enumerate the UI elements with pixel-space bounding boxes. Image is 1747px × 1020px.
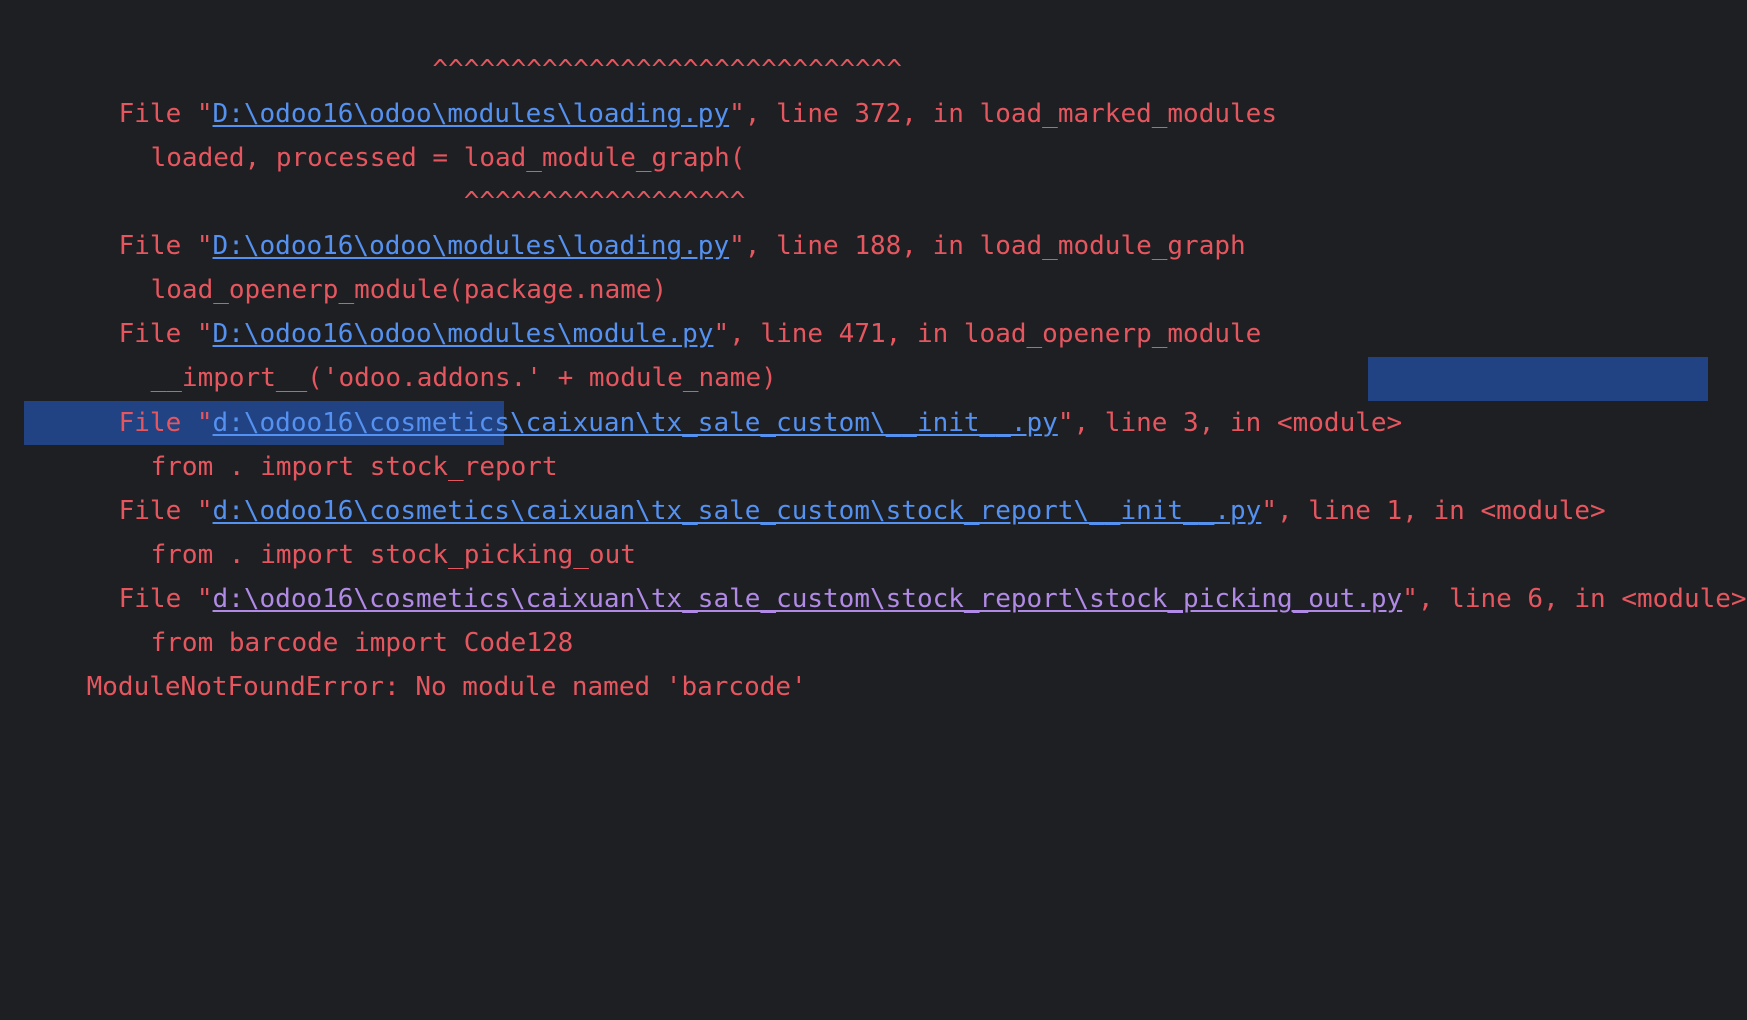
traceback-code-line: from barcode import Code128 — [150, 628, 574, 658]
traceback-file-line: File "D:\odoo16\odoo\modules\loading.py"… — [118, 99, 1277, 129]
traceback-file-line: File "d:\odoo16\cosmetics\caixuan\tx_sal… — [118, 584, 1747, 614]
selection-highlight-end — [1368, 357, 1708, 401]
console-output[interactable]: ^^^^^^^^^^^^^^^^^^^^^^^^^^^^^^ File "D:\… — [0, 0, 1747, 702]
file-link[interactable]: D:\odoo16\odoo\modules\loading.py — [212, 231, 730, 261]
traceback-code-line: __import__('odoo.addons.' + module_name) — [150, 363, 777, 393]
traceback-file-line: File "D:\odoo16\odoo\modules\module.py",… — [118, 319, 1262, 349]
traceback-code-line: loaded, processed = load_module_graph( — [150, 143, 746, 173]
traceback-file-line: File "D:\odoo16\odoo\modules\loading.py"… — [118, 231, 1246, 261]
file-link[interactable]: D:\odoo16\odoo\modules\module.py — [212, 319, 714, 349]
traceback-code-line: from . import stock_picking_out — [150, 540, 636, 570]
traceback-code-line: from . import stock_report — [150, 452, 558, 482]
traceback-caret-line: ^^^^^^^^^^^^^^^^^^ — [150, 187, 746, 217]
file-link[interactable]: D:\odoo16\odoo\modules\loading.py — [212, 99, 730, 129]
file-link-visited[interactable]: d:\odoo16\cosmetics\caixuan\tx_sale_cust… — [212, 584, 1403, 614]
traceback-code-line: load_openerp_module(package.name) — [150, 275, 668, 305]
error-message: ModuleNotFoundError: No module named 'ba… — [86, 672, 807, 702]
traceback-file-line: File "d:\odoo16\cosmetics\caixuan\tx_sal… — [118, 496, 1606, 526]
selection-highlight-start — [24, 401, 504, 445]
traceback-caret-line: ^^^^^^^^^^^^^^^^^^^^^^^^^^^^^^ — [150, 55, 902, 85]
traceback-file-line: File "d:\odoo16\cosmetics\caixuan\tx_sal… — [118, 408, 1403, 438]
file-link[interactable]: d:\odoo16\cosmetics\caixuan\tx_sale_cust… — [212, 496, 1262, 526]
file-link[interactable]: d:\odoo16\cosmetics\caixuan\tx_sale_cust… — [212, 408, 1058, 438]
